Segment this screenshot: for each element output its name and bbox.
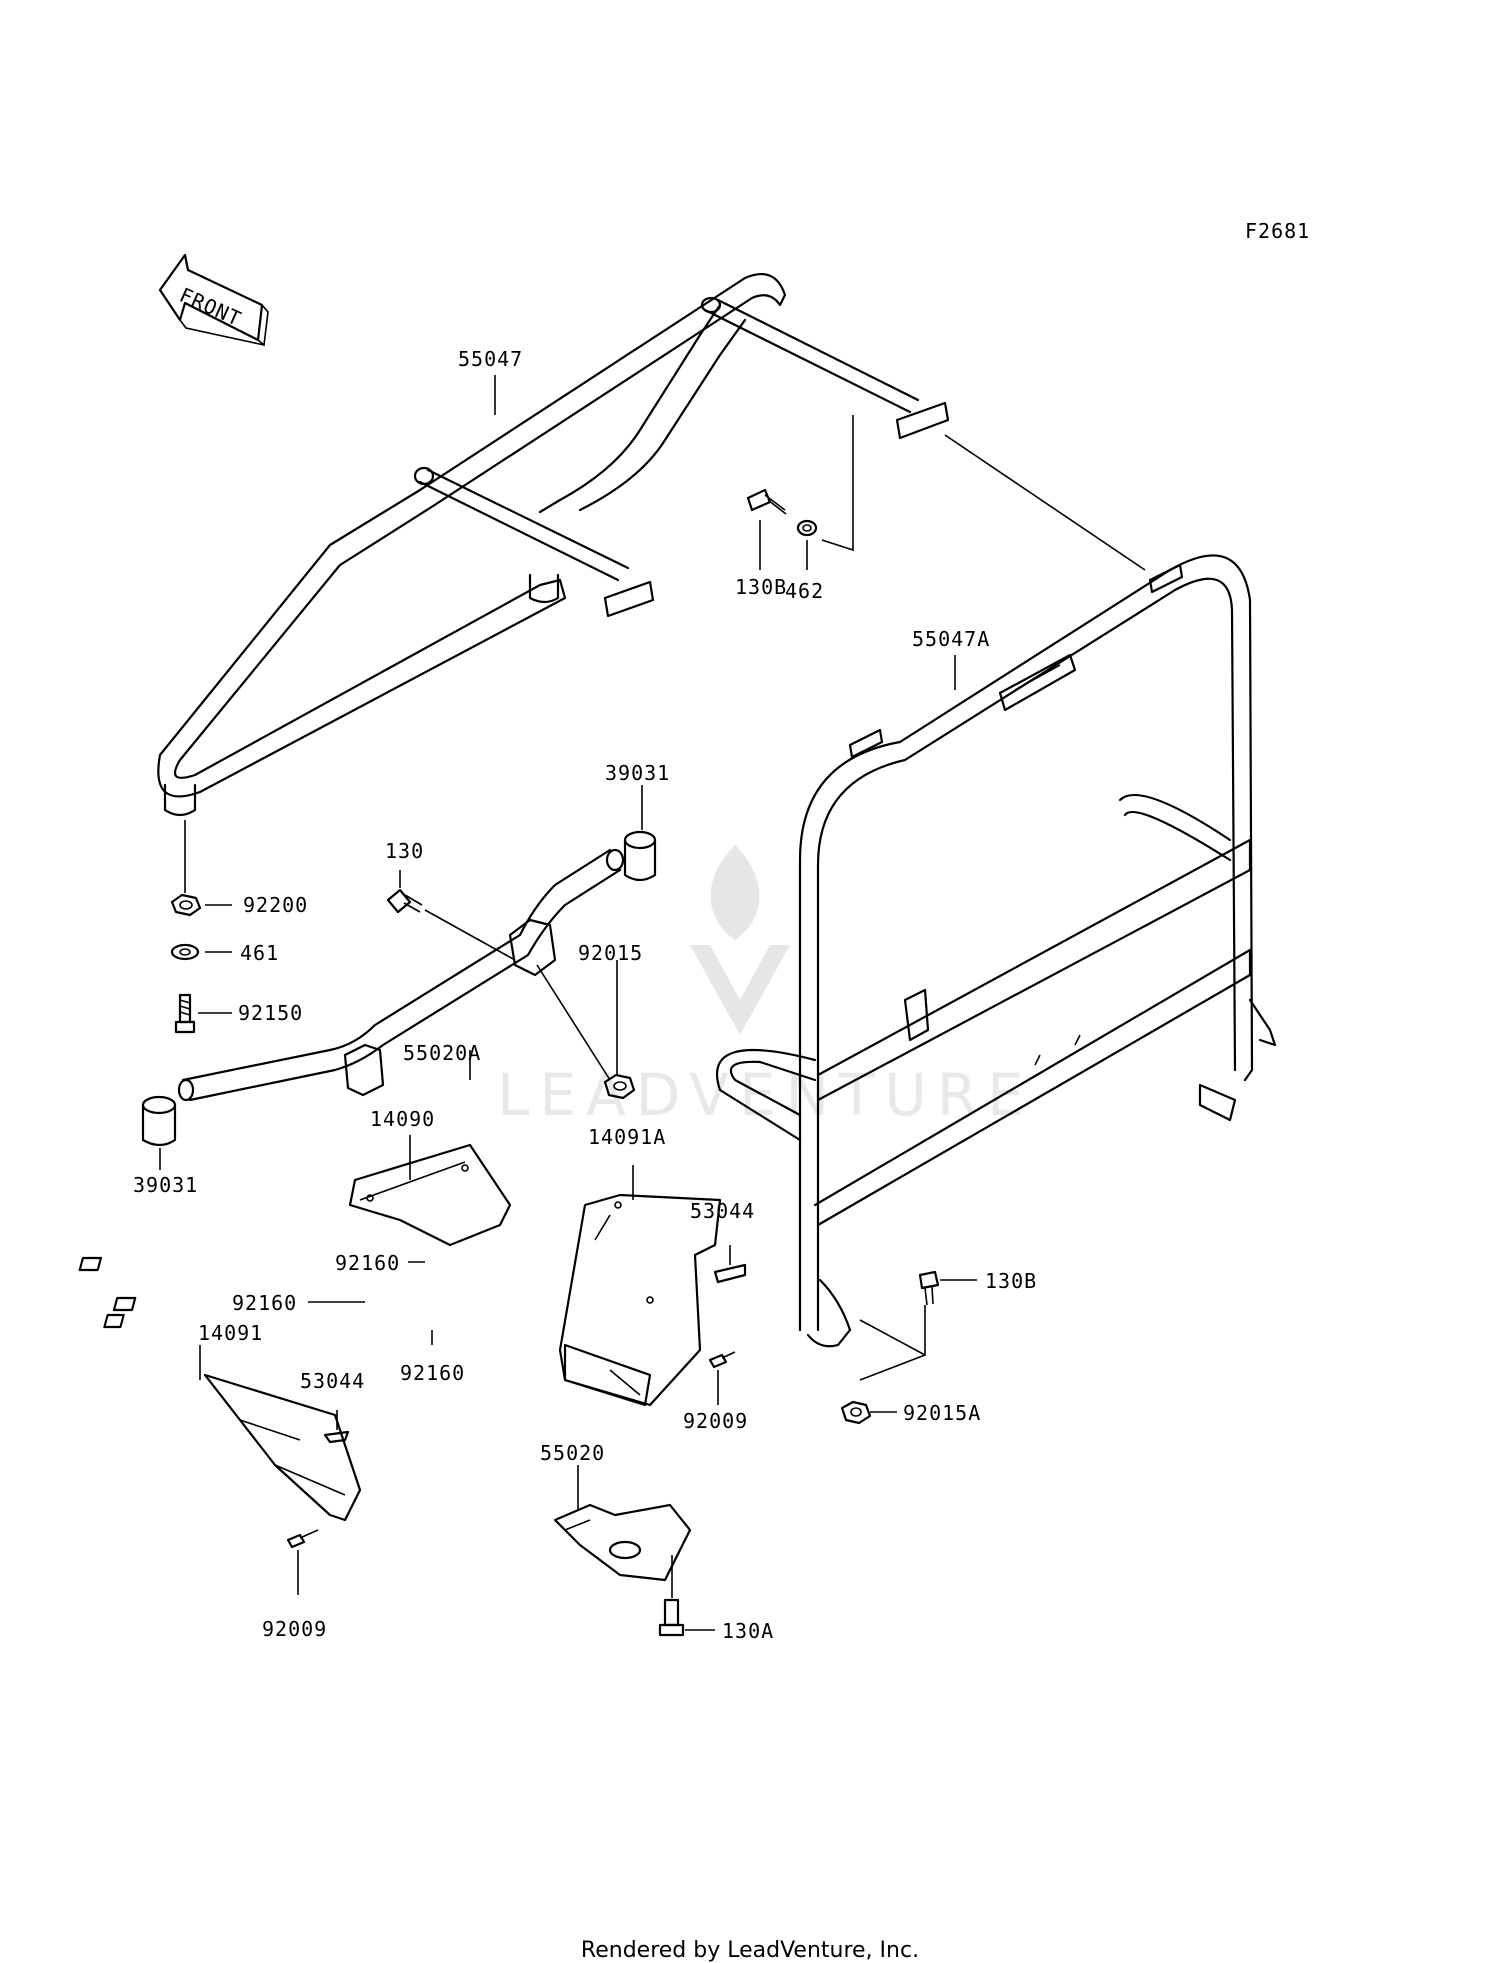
part-92015A-nut xyxy=(840,1400,872,1425)
part-130B-bolt-top xyxy=(746,488,787,515)
part-92160-pad-a xyxy=(78,1256,103,1272)
callout-92160-c: 92160 xyxy=(400,1361,465,1385)
part-53044-clip-left xyxy=(323,1430,350,1444)
part-55020A-crossbar xyxy=(177,848,625,1102)
callout-55047A: 55047A xyxy=(912,627,990,651)
part-92150-bolt xyxy=(174,993,196,1034)
callout-92160-b: 92160 xyxy=(232,1291,297,1315)
callout-462: 462 xyxy=(785,579,824,603)
callout-39031-bottom: 39031 xyxy=(133,1173,198,1197)
callout-130: 130 xyxy=(385,839,424,863)
part-39031-collar-bottom xyxy=(141,1095,177,1147)
callout-14091A: 14091A xyxy=(588,1125,666,1149)
callout-39031-top: 39031 xyxy=(605,761,670,785)
part-92160-pad-c xyxy=(103,1313,125,1329)
callout-92015: 92015 xyxy=(578,941,643,965)
part-130B-bolt-right xyxy=(918,1270,940,1306)
callout-14090: 14090 xyxy=(370,1107,435,1131)
part-55047A-cage xyxy=(715,554,1277,1348)
callout-92009-mid: 92009 xyxy=(683,1409,748,1433)
part-92200-nut xyxy=(170,893,202,917)
callout-130A: 130A xyxy=(722,1619,774,1643)
callout-92150: 92150 xyxy=(238,1001,303,1025)
callout-92160-a: 92160 xyxy=(335,1251,400,1275)
watermark-text: LEADVENTURE xyxy=(497,1061,1034,1129)
callout-92015A: 92015A xyxy=(903,1401,981,1425)
callout-55020A: 55020A xyxy=(403,1041,481,1065)
part-14090-plate xyxy=(348,1143,512,1247)
part-92009-screw-bottom xyxy=(286,1529,319,1549)
front-label: FRONT xyxy=(176,283,245,331)
callout-55020: 55020 xyxy=(540,1441,605,1465)
callout-92200: 92200 xyxy=(243,893,308,917)
part-92160-pad-b xyxy=(112,1296,137,1312)
callout-461: 461 xyxy=(240,941,279,965)
part-53044-clip-right xyxy=(713,1263,747,1284)
part-130-bolt xyxy=(386,888,423,914)
callout-130B-right: 130B xyxy=(985,1269,1037,1293)
part-461-washer xyxy=(170,943,200,961)
callout-92009-bottom: 92009 xyxy=(262,1617,327,1641)
part-130A-bolt xyxy=(658,1598,685,1637)
part-55020-skid-plate xyxy=(553,1503,692,1582)
v-mark-icon xyxy=(690,945,790,1035)
part-55047-upper-frame xyxy=(157,273,950,817)
flame-icon xyxy=(710,845,760,940)
callout-130B-top: 130B xyxy=(735,575,787,599)
callout-14091: 14091 xyxy=(198,1321,263,1345)
footer-credit: Rendered by LeadVenture, Inc. xyxy=(580,1938,920,1963)
callout-53044-left: 53044 xyxy=(300,1369,365,1393)
watermark-logo xyxy=(690,845,790,1035)
leader-lines xyxy=(159,375,1146,1631)
figure-code: F2681 xyxy=(1245,219,1310,243)
part-92015-nut xyxy=(603,1073,636,1100)
part-462-nut xyxy=(796,519,818,537)
front-arrow: FRONT xyxy=(158,253,269,347)
callout-53044-right: 53044 xyxy=(690,1199,755,1223)
part-92009-screw-mid xyxy=(708,1351,736,1369)
part-14091-guard xyxy=(203,1373,362,1522)
part-39031-collar-top xyxy=(623,830,657,882)
part-14091A-guard xyxy=(558,1193,722,1407)
callout-55047: 55047 xyxy=(458,347,523,371)
